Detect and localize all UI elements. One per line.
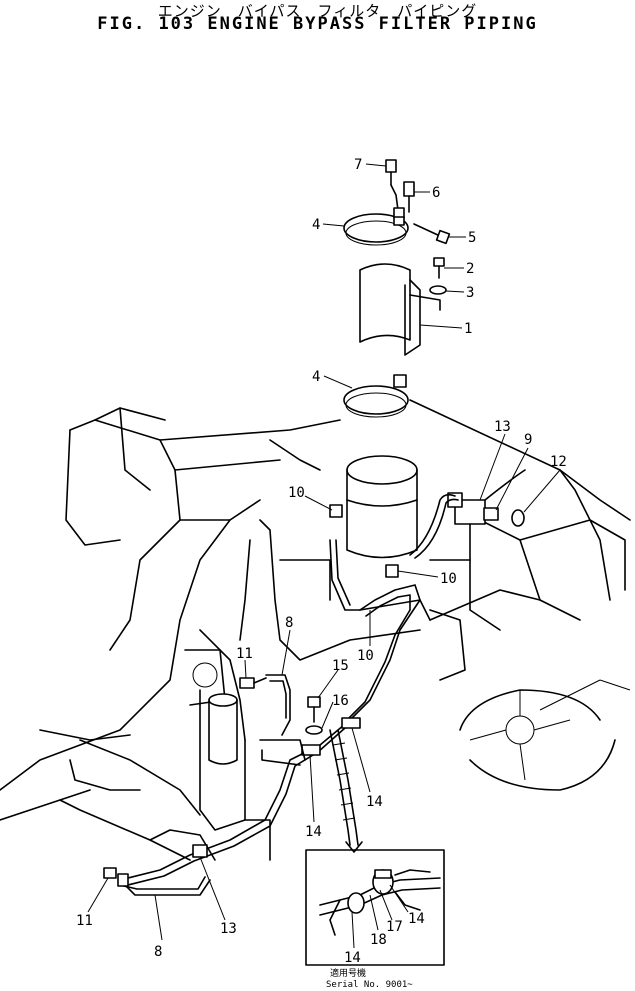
hose-lines <box>119 469 526 896</box>
callout-11-lower: 11 <box>76 913 93 929</box>
callout-3: 3 <box>466 285 474 301</box>
filter-head-block <box>447 492 525 561</box>
callout-8-upper: 8 <box>285 615 293 631</box>
part-4-upper-band <box>343 207 409 246</box>
part-7-fitting <box>385 159 399 211</box>
callout-5: 5 <box>468 230 476 246</box>
part-4-lower-band <box>343 374 409 418</box>
part-5-bolt <box>413 223 451 245</box>
leader-lines <box>87 163 561 949</box>
machine-frame <box>0 399 631 861</box>
callout-14-right: 14 <box>366 794 383 810</box>
callout-9: 9 <box>524 432 532 448</box>
callout-8-lower: 8 <box>154 944 162 960</box>
callout-18: 18 <box>370 932 387 948</box>
callout-13-upper: 13 <box>494 419 511 435</box>
part-6-fitting <box>403 181 415 213</box>
serial-number: Serial No. 9001~ <box>326 980 413 990</box>
callout-12: 12 <box>550 454 567 470</box>
applicability-label: 適用号機 <box>330 967 366 979</box>
callout-14-left: 14 <box>305 824 322 840</box>
callout-10-upper: 10 <box>288 485 305 501</box>
callout-6: 6 <box>432 185 440 201</box>
title-japanese: エンジン バイパス フィルタ パイピング <box>157 2 478 20</box>
callout-10-right: 10 <box>440 571 457 587</box>
callout-13-lower: 13 <box>220 921 237 937</box>
fittings-and-clamps <box>103 677 361 887</box>
part-3-washer <box>429 285 447 295</box>
callout-14-inset-left: 14 <box>344 950 361 966</box>
callout-1: 1 <box>464 321 472 337</box>
bypass-filter <box>329 455 418 578</box>
callout-2: 2 <box>466 261 474 277</box>
callout-17: 17 <box>386 919 403 935</box>
detail-inset <box>305 849 445 966</box>
callout-16: 16 <box>332 693 349 709</box>
callout-15: 15 <box>332 658 349 674</box>
callout-11-upper: 11 <box>236 646 253 662</box>
callout-10-lower: 10 <box>357 648 374 664</box>
callout-labels: 7 6 4 5 2 3 1 4 13 9 12 10 10 10 8 11 15… <box>76 157 567 966</box>
callout-7: 7 <box>354 157 362 173</box>
callout-14-inset-right: 14 <box>408 911 425 927</box>
figure-title: FIG. 103 ENGINE BYPASS FILTER PIPING <box>97 14 538 34</box>
part-1-bracket <box>359 263 441 356</box>
part-2-bolt <box>433 257 445 279</box>
serial-footnote: 適用号機 Serial No. 9001~ <box>326 967 413 990</box>
callout-4-upper: 4 <box>312 217 320 233</box>
callout-4-lower: 4 <box>312 369 320 385</box>
